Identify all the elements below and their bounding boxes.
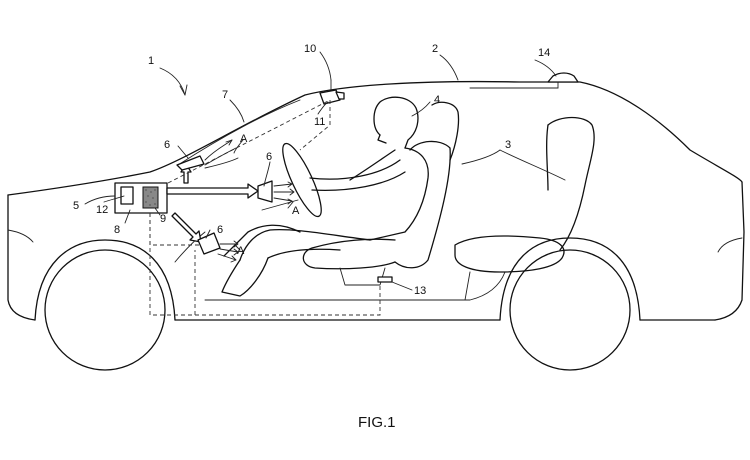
label-3: 3	[505, 139, 511, 151]
label-a-dash: A	[292, 205, 300, 217]
rear-wheel	[510, 250, 630, 370]
label-6-windshield: 6	[164, 139, 170, 151]
roof-module	[470, 73, 578, 88]
driver-seat	[303, 102, 458, 285]
label-11: 11	[314, 116, 325, 128]
label-a-windshield: A	[240, 133, 248, 145]
label-7: 7	[222, 89, 228, 101]
dashboard-vent	[258, 181, 294, 204]
figure-caption: FIG.1	[358, 414, 396, 431]
label-4: 4	[434, 94, 440, 106]
camera-unit	[320, 80, 344, 104]
label-1: 1	[148, 55, 154, 67]
rear-seat	[455, 118, 594, 301]
seat-sensor	[378, 277, 392, 282]
label-a-foot: A	[237, 245, 245, 257]
label-12: 12	[96, 204, 108, 216]
label-8: 8	[114, 224, 120, 236]
front-wheel	[45, 250, 165, 370]
label-14: 14	[538, 47, 550, 59]
label-6-dash: 6	[266, 151, 272, 163]
label-13: 13	[414, 285, 426, 297]
label-6-foot: 6	[217, 224, 223, 236]
control-unit	[115, 183, 167, 213]
label-9: 9	[160, 213, 166, 225]
label-5: 5	[73, 200, 79, 212]
label-10: 10	[304, 43, 316, 55]
connection-lines	[150, 100, 380, 315]
label-2: 2	[432, 43, 438, 55]
